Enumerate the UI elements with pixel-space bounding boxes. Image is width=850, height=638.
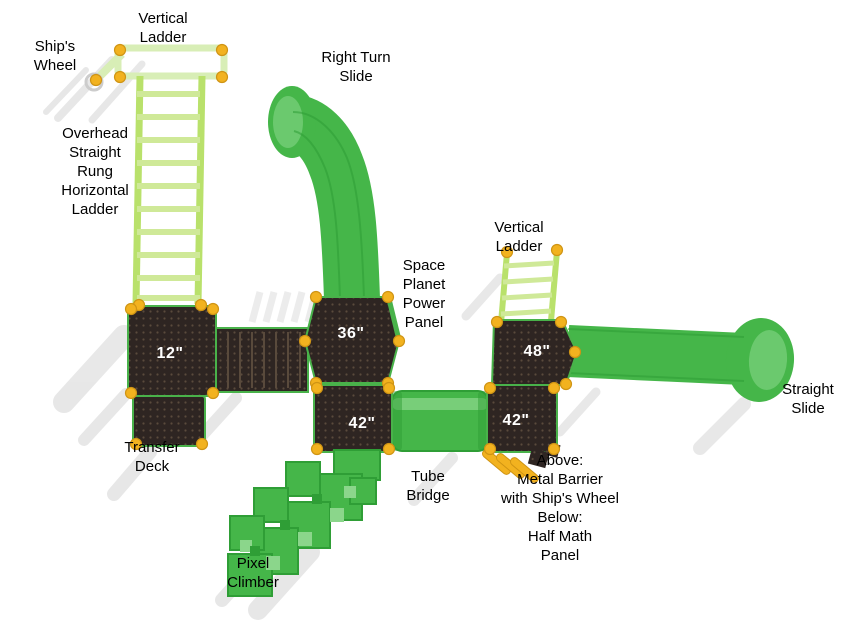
label-pixel-climber: Pixel Climber (227, 555, 279, 591)
deck-42-right-graphic (486, 384, 558, 453)
label-ships-wheel: Ship's Wheel (33, 38, 77, 74)
label-right-turn-slide: Right Turn Slide (321, 49, 391, 85)
space-panel-edge (386, 298, 402, 341)
transfer-deck-graphic (132, 395, 206, 447)
label-straight-slide: Straight Slide (782, 381, 834, 417)
deck-36-size-label: 36" (337, 325, 365, 342)
straight-slide-graphic (566, 318, 795, 402)
post-markers (89, 43, 582, 456)
shadows (43, 56, 751, 620)
stairs-graphic (215, 327, 309, 393)
right-turn-slide-graphic (268, 86, 380, 300)
label-space-panel: Space Planet Power Panel (402, 257, 446, 331)
label-overhead-ladder: Overhead Straight Rung Horizontal Ladder (61, 125, 129, 218)
ships-wheel-graphic (84, 51, 125, 92)
pixel-climber-graphic (227, 449, 381, 597)
label-tube-bridge: Tube Bridge (406, 468, 450, 504)
barrier-panel-graphic (481, 442, 561, 483)
deck-48-size-label: 48" (523, 343, 551, 360)
deck-42-left-size-label: 42" (348, 415, 376, 432)
overhead-ladder-graphic (132, 75, 206, 305)
tube-bridge-graphic (391, 390, 489, 452)
label-vertical-ladder-right: Vertical Ladder (494, 219, 544, 255)
deck-48-graphic (490, 319, 579, 386)
label-vertical-ladder-top: Vertical Ladder (138, 10, 188, 46)
vertical-ladder-right-graphic (498, 250, 560, 324)
deck-12-size-label: 12" (156, 345, 184, 362)
deck-42-right-size-label: 42" (502, 412, 530, 429)
label-transfer-deck: Transfer Deck (124, 439, 180, 475)
label-barrier-note: Above: Metal Barrier with Ship's Wheel B… (501, 452, 619, 564)
